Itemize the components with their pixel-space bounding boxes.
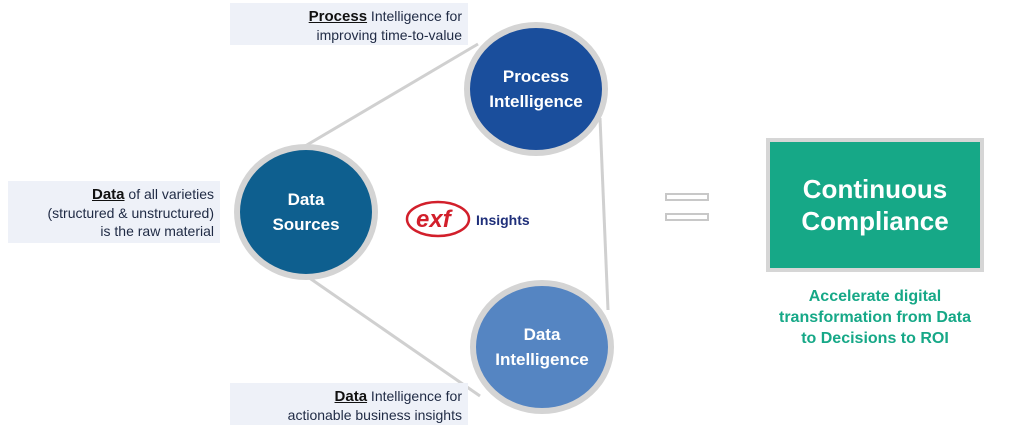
data-raw-annotation: Data of all varieties (structured & unst… (8, 181, 220, 243)
equals-icon (665, 193, 709, 201)
process-intelligence-label-line2: Intelligence (489, 92, 583, 111)
tagline-line3: to Decisions to ROI (801, 330, 949, 347)
data-raw-annotation-line2: (structured & unstructured) (47, 205, 214, 221)
data-intelligence-label-line1: Data (523, 325, 561, 344)
data-intel-annotation-line2: actionable business insights (287, 407, 462, 423)
data-raw-annotation-line3: is the raw material (100, 223, 214, 239)
data-sources-node: Data Sources (234, 144, 378, 280)
data-raw-annotation-line1: of all varieties (124, 186, 214, 202)
compliance-tagline: Accelerate digital transformation from D… (758, 286, 992, 349)
continuous-compliance-box: Continuous Compliance (766, 138, 984, 272)
data-sources-label-line1: Data (287, 190, 325, 209)
data-sources-label-line2: Sources (272, 215, 340, 234)
logo-word: Insights (476, 212, 530, 228)
process-annotation-line2: improving time-to-value (316, 27, 463, 43)
data-intel-annotation-line1: Intelligence for (367, 388, 462, 404)
compliance-line2: Compliance (801, 206, 949, 236)
process-annotation: Process Intelligence for improving time-… (230, 3, 468, 45)
exf-insights-logo: exf Insights (404, 196, 544, 242)
data-intelligence-label-line2: Intelligence (495, 350, 589, 369)
process-intelligence-label-line1: Process (502, 67, 570, 86)
data-raw-keyword: Data (92, 186, 125, 203)
logo-mark: exf (416, 206, 453, 233)
process-keyword: Process (308, 8, 368, 25)
data-intel-annotation: Data Intelligence for actionable busines… (230, 383, 468, 425)
process-intelligence-node: Process Intelligence (464, 22, 608, 156)
data-intel-keyword: Data (334, 388, 368, 405)
compliance-line1: Continuous (802, 174, 948, 204)
data-intelligence-node: Data Intelligence (470, 280, 614, 414)
tagline-line2: transformation from Data (778, 309, 972, 326)
process-annotation-line1: Intelligence for (367, 8, 462, 24)
tagline-line1: Accelerate digital (808, 288, 942, 305)
exf-logo-icon: exf Insights (405, 200, 530, 238)
equals-icon-lower (665, 213, 709, 221)
